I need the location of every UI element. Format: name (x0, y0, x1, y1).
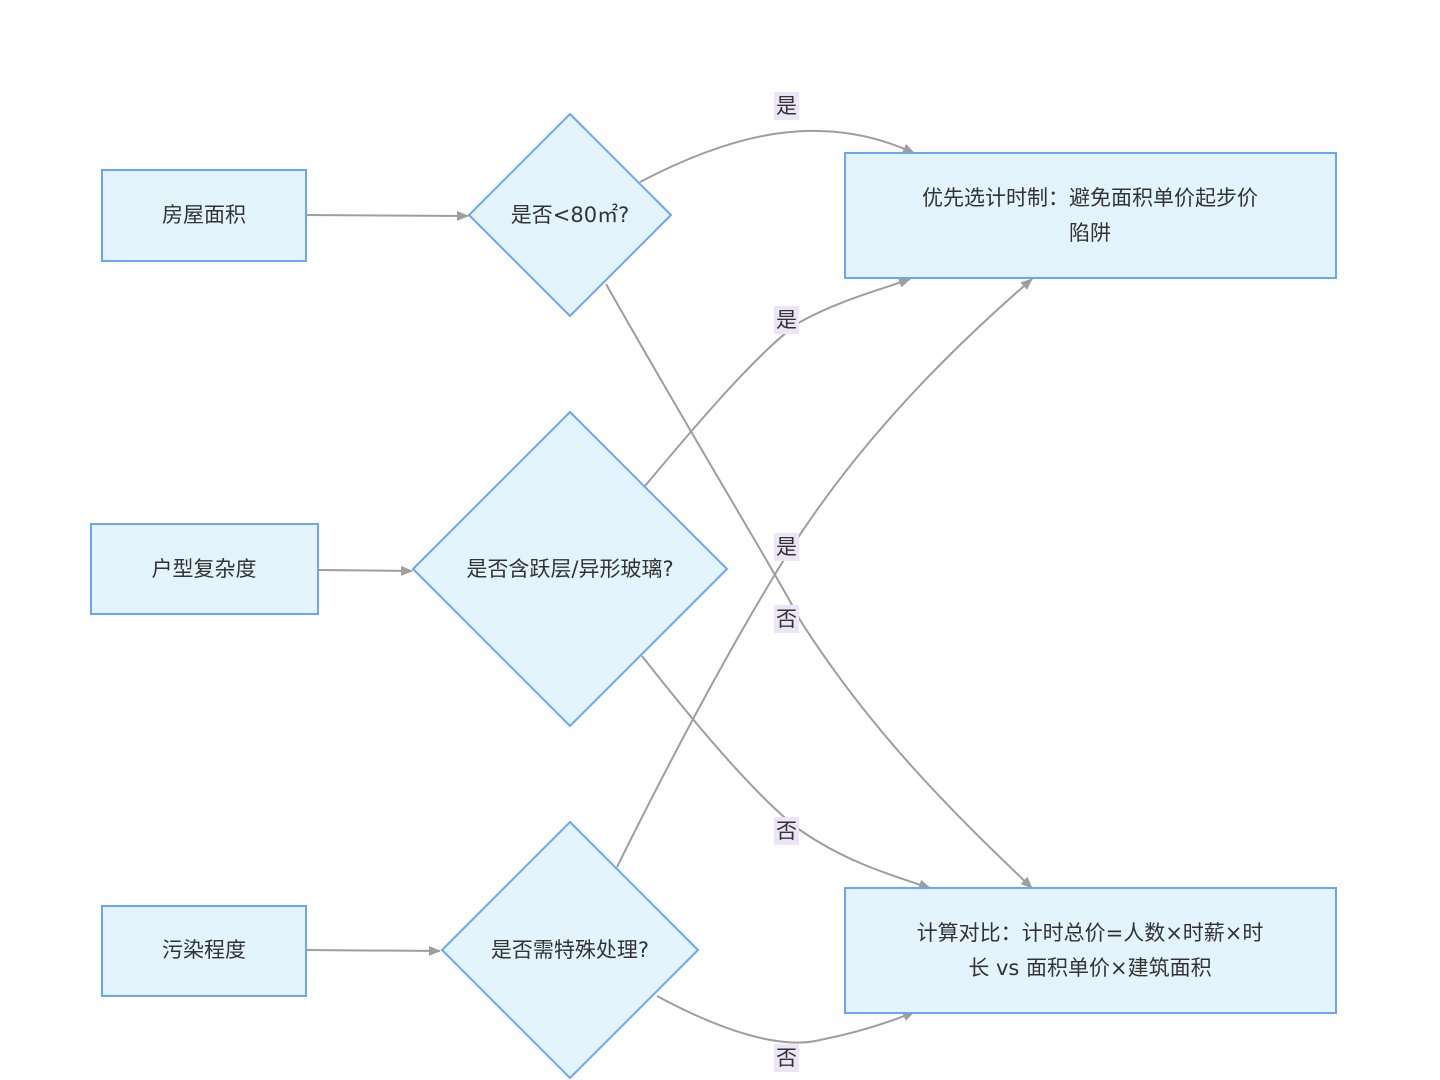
edge-label-pollution-yes: 是 (774, 533, 799, 561)
edge-label-layout-yes-text: 是 (776, 308, 797, 332)
edge-q-layout-no (641, 655, 931, 890)
node-layout-label: 户型复杂度 (152, 557, 257, 581)
decision-layout-label: 是否含跃层/异形玻璃? (466, 557, 673, 581)
decision-pollution-label: 是否需特殊处理? (491, 938, 649, 962)
edge-q-area-yes (639, 129, 915, 183)
edge-label-area-no-text: 否 (776, 607, 797, 631)
result-compare-line-1: 计算对比：计时总价=人数×时薪×时 (917, 921, 1264, 945)
edge-q-pollution-no (656, 995, 915, 1044)
node-layout: 户型复杂度 (90, 523, 319, 615)
edge-q-area-no (605, 283, 1033, 889)
decision-pollution: 是否需特殊处理? (440, 820, 700, 1080)
edge-label-pollution-no: 否 (774, 1044, 799, 1072)
edge-area-to-q-area (305, 210, 469, 221)
result-hourly-line-2: 陷阱 (1069, 221, 1111, 245)
edge-label-pollution-yes-text: 是 (776, 535, 797, 559)
result-compare: 计算对比：计时总价=人数×时薪×时 长 vs 面积单价×建筑面积 (844, 887, 1337, 1014)
node-area: 房屋面积 (101, 169, 307, 262)
node-pollution: 污染程度 (101, 905, 307, 997)
decision-layout: 是否含跃层/异形玻璃? (411, 410, 729, 728)
decision-area: 是否<80㎡? (467, 112, 673, 318)
result-hourly: 优先选计时制：避免面积单价起步价 陷阱 (844, 152, 1337, 279)
edge-pollution-to-q-pollution (305, 945, 441, 956)
edge-label-layout-no: 否 (774, 817, 799, 845)
result-compare-line-2: 长 vs 面积单价×建筑面积 (968, 956, 1211, 980)
edge-label-area-yes-text: 是 (776, 94, 797, 118)
edge-labels: 是 是 是 否 否 否 (774, 92, 799, 1072)
edge-label-layout-no-text: 否 (776, 819, 797, 843)
edge-label-area-yes: 是 (774, 92, 799, 120)
result-hourly-line-1: 优先选计时制：避免面积单价起步价 (922, 186, 1258, 210)
node-pollution-label: 污染程度 (162, 938, 246, 962)
edge-label-layout-yes: 是 (774, 306, 799, 334)
edge-label-pollution-no-text: 否 (776, 1046, 797, 1070)
node-area-label: 房屋面积 (162, 203, 246, 227)
decision-area-label: 是否<80㎡? (511, 203, 629, 227)
edge-label-area-no: 否 (774, 605, 799, 633)
edge-layout-to-q-layout (317, 565, 413, 576)
